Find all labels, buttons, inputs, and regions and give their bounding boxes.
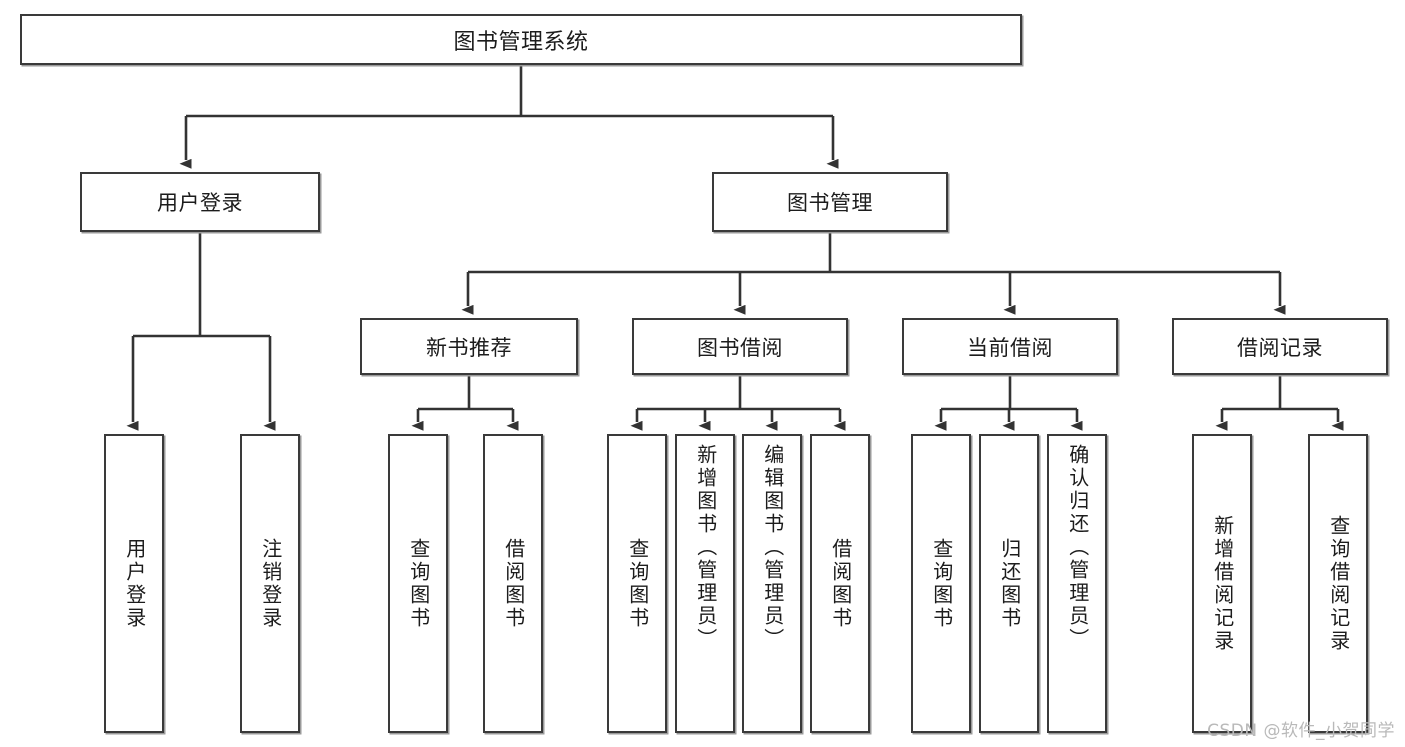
leaf-query-books-recommend[interactable]: 查询图书 [388, 434, 448, 733]
node-new-book-recommend[interactable]: 新书推荐 [360, 318, 578, 375]
leaf-add-borrow-record[interactable]: 新增借阅记录 [1192, 434, 1252, 733]
node-book-management[interactable]: 图书管理 [712, 172, 948, 232]
node-label: 图书管理系统 [453, 29, 589, 55]
node-borrow-records[interactable]: 借阅记录 [1172, 318, 1388, 375]
leaf-user-login[interactable]: 用户登录 [104, 434, 164, 733]
node-label: 借阅图书 [828, 537, 853, 630]
node-label: 图书借阅 [697, 335, 783, 360]
node-label: 用户登录 [122, 537, 147, 630]
leaf-return-books[interactable]: 归还图书 [979, 434, 1039, 733]
leaf-borrow-books-recommend[interactable]: 借阅图书 [483, 434, 543, 733]
leaf-borrow-books[interactable]: 借阅图书 [810, 434, 870, 733]
node-label: 新书推荐 [426, 335, 512, 360]
node-label: 借阅图书 [501, 537, 526, 630]
leaf-confirm-return-admin[interactable]: 确认归还（管理员） [1047, 434, 1107, 733]
node-current-borrow[interactable]: 当前借阅 [902, 318, 1118, 375]
leaf-query-borrow-record[interactable]: 查询借阅记录 [1308, 434, 1368, 733]
leaf-query-books-current[interactable]: 查询图书 [911, 434, 971, 733]
leaf-add-book-admin[interactable]: 新增图书（管理员） [675, 434, 735, 733]
leaf-logout[interactable]: 注销登录 [240, 434, 300, 733]
node-root-system[interactable]: 图书管理系统 [20, 14, 1022, 65]
node-label: 查询图书 [625, 537, 650, 630]
node-label: 新增图书（管理员） [693, 444, 718, 651]
node-label: 查询借阅记录 [1326, 514, 1351, 653]
node-label: 归还图书 [997, 537, 1022, 630]
node-label: 注销登录 [258, 537, 283, 630]
node-label: 借阅记录 [1237, 335, 1323, 360]
node-label: 当前借阅 [967, 335, 1053, 360]
node-label: 查询图书 [929, 537, 954, 630]
node-label: 新增借阅记录 [1210, 514, 1235, 653]
node-book-borrow[interactable]: 图书借阅 [632, 318, 848, 375]
node-user-login[interactable]: 用户登录 [80, 172, 320, 232]
node-label: 用户登录 [157, 191, 243, 215]
node-label: 查询图书 [406, 537, 431, 630]
leaf-query-books-borrow[interactable]: 查询图书 [607, 434, 667, 733]
node-label: 图书管理 [787, 191, 873, 215]
node-label: 编辑图书（管理员） [760, 444, 785, 651]
leaf-edit-book-admin[interactable]: 编辑图书（管理员） [742, 434, 802, 733]
node-label: 确认归还（管理员） [1065, 444, 1090, 651]
